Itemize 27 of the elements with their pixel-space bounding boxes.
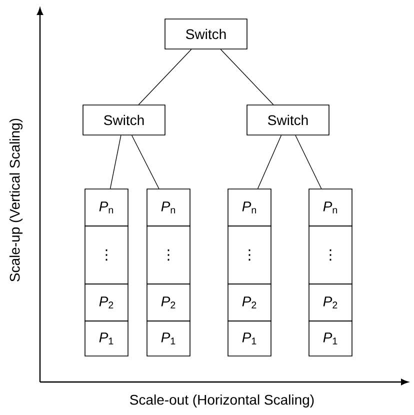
connector-line: [295, 135, 322, 189]
processor-cell: P$_{1}$: [308, 320, 352, 356]
axis-label: Scale-out (Horizontal Scaling): [130, 394, 314, 408]
connector-line: [131, 135, 160, 189]
connector-line: [138, 49, 192, 105]
processor-cell: P$_{n}$: [84, 188, 128, 226]
switch-box: Switch: [82, 104, 166, 136]
processor-cell: P$_{1}$: [84, 320, 128, 356]
ellipsis-cell: ⋮: [228, 226, 272, 284]
processor-cell: P$_{2}$: [84, 284, 128, 322]
connector-line: [220, 49, 274, 105]
processor-cell: P$_{n}$: [308, 188, 352, 226]
ellipsis-cell: ⋮: [146, 226, 190, 284]
switch-box: Switch: [246, 104, 330, 136]
processor-cell: P$_{1}$: [146, 320, 190, 356]
processor-cell: P$_{2}$: [308, 284, 352, 322]
axis-label: Scale-up (Vertical Scaling): [9, 118, 23, 282]
processor-cell: P$_{n}$: [228, 188, 272, 226]
processor-cell: P$_{n}$: [146, 188, 190, 226]
processor-cell: P$_{2}$: [228, 284, 272, 322]
connector-line: [257, 135, 282, 189]
ellipsis-cell: ⋮: [308, 226, 352, 284]
switch-box: Switch: [164, 18, 248, 50]
connector-line: [110, 135, 122, 189]
processor-cell: P$_{2}$: [146, 284, 190, 322]
processor-cell: P$_{1}$: [228, 320, 272, 356]
ellipsis-cell: ⋮: [84, 226, 128, 284]
